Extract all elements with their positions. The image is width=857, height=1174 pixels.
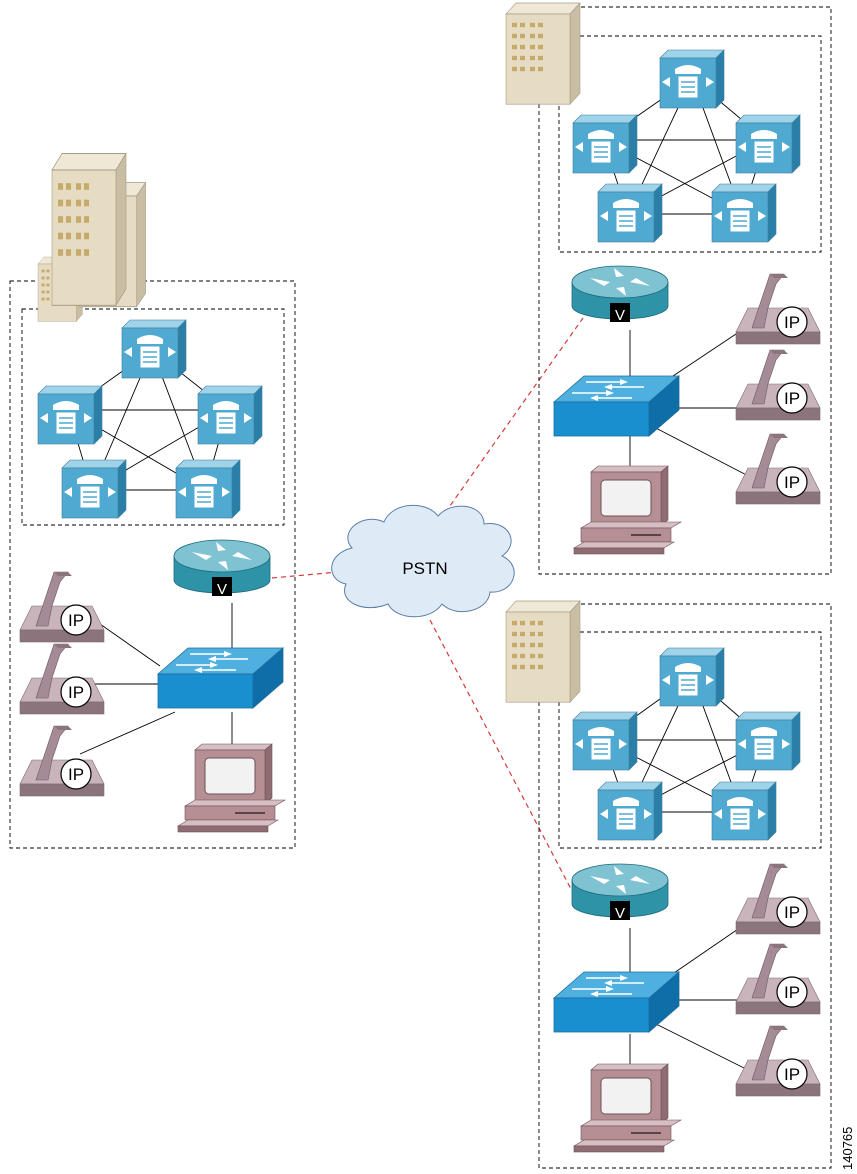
- call-manager-icon: [121, 319, 187, 379]
- building-icon: [505, 2, 581, 105]
- pstn-label: PSTN: [402, 559, 447, 578]
- ip-label: IP: [784, 389, 800, 408]
- figure-id: 140765: [840, 1127, 855, 1170]
- call-manager-icon: [735, 114, 801, 174]
- pstn-cloud: PSTN: [331, 504, 515, 618]
- site-boundary: [538, 603, 832, 1169]
- ip-label: IP: [68, 683, 84, 702]
- switch-icon: [553, 971, 680, 1033]
- call-manager-icon: [61, 459, 127, 519]
- ip-label: IP: [784, 983, 800, 1002]
- workstation-icon: [573, 1063, 682, 1153]
- site-west: V IP IP IP: [9, 152, 296, 849]
- router-label: V: [615, 307, 625, 324]
- ip-label: IP: [784, 473, 800, 492]
- call-manager-icon: [597, 781, 663, 841]
- ip-phone-icon: IP: [19, 643, 105, 715]
- call-manager-icon: [175, 459, 241, 519]
- building-icon: [37, 152, 147, 322]
- call-manager-icon: [597, 183, 663, 243]
- call-manager-icon: [711, 781, 777, 841]
- ip-label: IP: [68, 611, 84, 630]
- workstation-icon: [573, 465, 682, 555]
- cluster-boundary: [21, 308, 285, 526]
- voice-router-icon: V: [571, 265, 669, 324]
- call-manager-icon: [659, 49, 725, 109]
- cluster-boundary: [558, 35, 822, 253]
- pstn-links: [271, 317, 584, 913]
- ip-phone-icon: IP: [735, 349, 821, 421]
- switch-icon: [553, 375, 680, 437]
- switch-icon: [157, 647, 284, 709]
- call-manager-icon: [572, 711, 638, 771]
- call-manager-icon: [197, 385, 263, 445]
- ip-phone-icon: IP: [19, 725, 105, 797]
- ip-phone-icon: IP: [19, 571, 105, 643]
- pstn-link-southeast: [429, 619, 584, 913]
- ip-label: IP: [68, 765, 84, 784]
- workstation-icon: [177, 743, 286, 833]
- ip-label: IP: [784, 313, 800, 332]
- ip-phone-icon: IP: [735, 1025, 821, 1097]
- site-boundary: [538, 6, 832, 575]
- site-southeast: V IP IP IP: [505, 600, 832, 1169]
- call-manager-icon: [735, 711, 801, 771]
- call-manager-icon: [572, 114, 638, 174]
- site-boundary: [9, 280, 296, 849]
- ip-label: IP: [784, 903, 800, 922]
- router-label: V: [217, 581, 227, 598]
- ip-phone-icon: IP: [735, 863, 821, 935]
- ip-label: IP: [784, 1065, 800, 1084]
- router-label: V: [615, 905, 625, 922]
- building-icon: [505, 600, 581, 703]
- voice-router-icon: V: [571, 863, 669, 922]
- ip-phone-icon: IP: [735, 273, 821, 345]
- call-manager-icon: [711, 183, 777, 243]
- ip-phone-icon: IP: [735, 433, 821, 505]
- call-manager-icon: [659, 647, 725, 707]
- cluster-boundary: [558, 631, 822, 849]
- ip-phone-icon: IP: [735, 943, 821, 1015]
- voice-router-icon: V: [173, 539, 271, 598]
- call-manager-icon: [37, 385, 103, 445]
- site-northeast: V IP IP IP: [505, 2, 832, 575]
- pstn-link-west: [271, 571, 339, 579]
